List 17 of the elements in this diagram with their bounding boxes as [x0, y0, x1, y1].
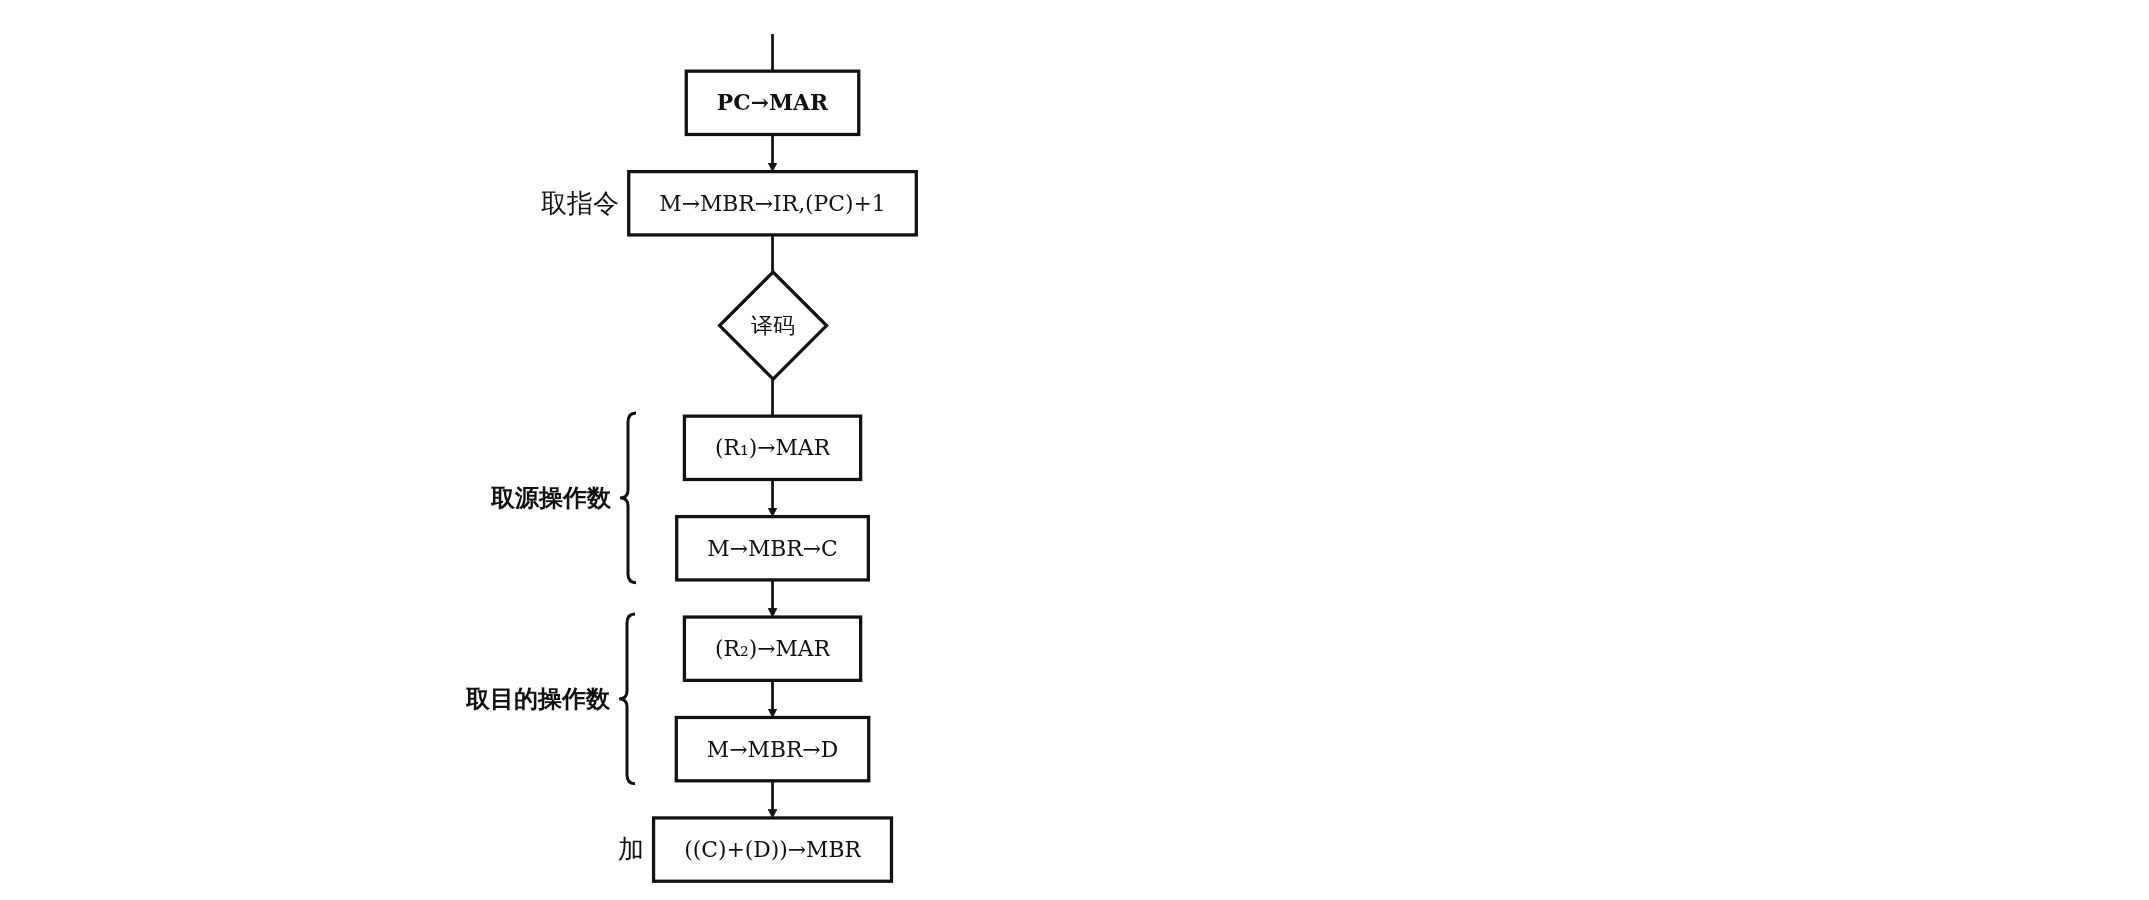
node-box: ((C)+(D))→MBR — [651, 816, 894, 883]
connector — [771, 34, 774, 72]
connector — [771, 379, 774, 417]
node-diamond: 译码 — [717, 269, 829, 382]
node-box: M→MBR→IR,(PC)+1 — [627, 169, 918, 237]
arrow — [767, 680, 778, 718]
node-box: (R₂)→MAR — [682, 615, 863, 682]
group-label: 取源操作数 — [490, 482, 611, 515]
group-label: 取目的操作数 — [466, 682, 611, 715]
node-box: M→MBR→C — [675, 514, 870, 582]
node-box: M→MBR→D — [674, 715, 871, 783]
node-box: (R₁)→MAR — [682, 414, 863, 482]
node-box: PC→MAR — [684, 69, 861, 137]
arrow — [767, 579, 778, 618]
connector — [771, 234, 774, 273]
side-label: 取指令 — [540, 186, 619, 220]
side-label: 加 — [617, 833, 644, 867]
